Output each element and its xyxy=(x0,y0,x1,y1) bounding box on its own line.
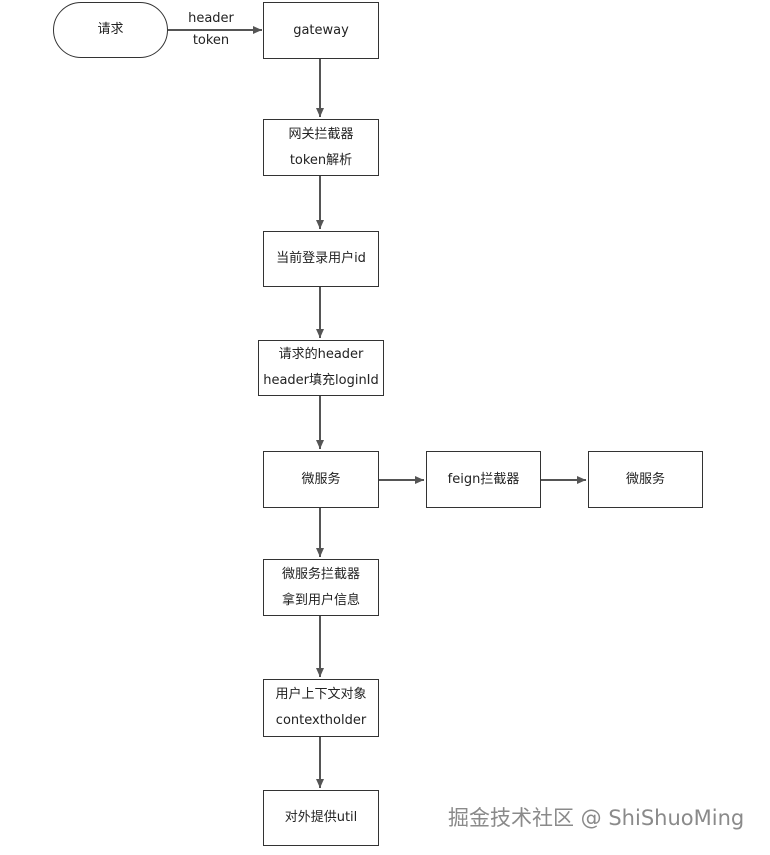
watermark-text: 掘金技术社区 @ ShiShuoMing xyxy=(448,806,745,830)
external-util-label: 对外提供util xyxy=(284,810,358,825)
external-util-node: 对外提供util xyxy=(263,790,379,846)
gateway-label: gateway xyxy=(293,22,349,38)
gateway-node: gateway xyxy=(263,2,379,59)
gateway-interceptor-line-2: token解析 xyxy=(289,152,353,168)
microservice-interceptor-line-1: 微服务拦截器 xyxy=(281,566,360,582)
request-header-node: 请求的header header填充loginId xyxy=(258,340,384,396)
gateway-interceptor-line-1: 网关拦截器 xyxy=(288,126,354,142)
edge-label-line-2: token xyxy=(192,33,230,48)
target-microservice-label: 微服务 xyxy=(625,471,665,487)
user-context-line-2: contextholder xyxy=(275,713,367,728)
microservice-interceptor-node: 微服务拦截器 拿到用户信息 xyxy=(263,559,379,616)
feign-interceptor-node: feign拦截器 xyxy=(426,451,541,508)
feign-interceptor-label: feign拦截器 xyxy=(447,471,520,487)
current-user-id-node: 当前登录用户id xyxy=(263,231,379,287)
user-context-node: 用户上下文对象 contextholder xyxy=(263,679,379,737)
request-header-line-1: 请求的header xyxy=(278,347,364,362)
target-microservice-node: 微服务 xyxy=(588,451,703,508)
microservice-node: 微服务 xyxy=(263,451,379,508)
microservice-interceptor-line-2: 拿到用户信息 xyxy=(281,592,360,608)
gateway-interceptor-node: 网关拦截器 token解析 xyxy=(263,119,379,176)
edge-label-line-1: header xyxy=(188,11,234,26)
start-node-label: 请求 xyxy=(97,22,124,37)
start-node-request: 请求 xyxy=(53,2,168,58)
current-user-id-label: 当前登录用户id xyxy=(276,251,366,266)
request-header-line-2: header填充loginId xyxy=(263,373,379,388)
edge-label-header-token: header token xyxy=(180,8,242,52)
user-context-line-1: 用户上下文对象 xyxy=(275,687,367,702)
microservice-label: 微服务 xyxy=(301,471,341,487)
